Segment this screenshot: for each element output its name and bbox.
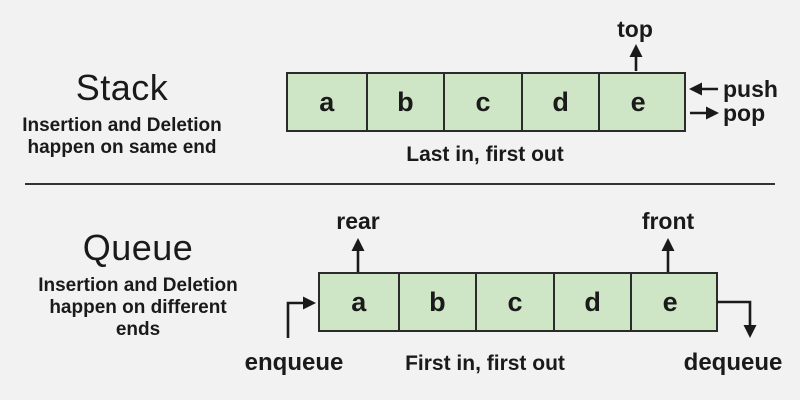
- queue-dequeue-label: dequeue: [683, 349, 783, 376]
- stack-cell-d: d: [520, 74, 599, 130]
- queue-cell-e: e: [630, 274, 708, 330]
- stack-title: Stack: [75, 67, 169, 108]
- stack-caption: Last in, first out: [406, 143, 564, 166]
- stack-pop-label: pop: [723, 100, 766, 126]
- arrow-up-icon: [629, 44, 643, 71]
- queue-array: a b c d e: [318, 272, 718, 332]
- stack-subtitle-line1: Insertion and Deletion: [22, 114, 222, 136]
- queue-rear-label: rear: [336, 208, 380, 234]
- arrow-up-icon: [661, 238, 675, 272]
- stack-top-label: top: [617, 16, 653, 42]
- queue-heading-block: Queue Insertion and Deletion happen on d…: [28, 228, 248, 342]
- queue-subtitle-line1: Insertion and Deletion: [38, 274, 238, 296]
- queue-enqueue-label: enqueue: [244, 349, 344, 376]
- stack-push-label: push: [723, 76, 778, 102]
- queue-cell-b: b: [397, 274, 476, 330]
- queue-caption: First in, first out: [405, 352, 565, 375]
- arrow-left-icon: [689, 82, 718, 96]
- stack-subtitle: Insertion and Deletion happen on same en…: [10, 115, 234, 160]
- stack-array: a b c d e: [286, 72, 686, 132]
- section-divider: [25, 183, 775, 185]
- queue-cell-a: a: [320, 274, 398, 330]
- stack-heading-block: Stack Insertion and Deletion happen on s…: [10, 68, 234, 159]
- queue-title: Queue: [82, 227, 194, 268]
- stack-cell-c: c: [443, 74, 521, 130]
- queue-front-label: front: [641, 208, 695, 234]
- enqueue-elbow-arrow-icon: [286, 296, 316, 338]
- arrow-right-icon: [690, 106, 719, 120]
- stack-cell-e: e: [598, 74, 676, 130]
- queue-cell-c: c: [475, 274, 553, 330]
- stack-subtitle-line2: happen on same end: [27, 137, 217, 158]
- arrow-up-icon: [351, 238, 365, 272]
- queue-subtitle: Insertion and Deletion happen on differe…: [28, 275, 248, 342]
- dequeue-elbow-arrow-icon: [717, 300, 757, 338]
- queue-subtitle-line2: happen on different ends: [49, 297, 227, 341]
- queue-cell-d: d: [552, 274, 631, 330]
- stack-cell-b: b: [365, 74, 444, 130]
- stack-cell-a: a: [288, 74, 366, 130]
